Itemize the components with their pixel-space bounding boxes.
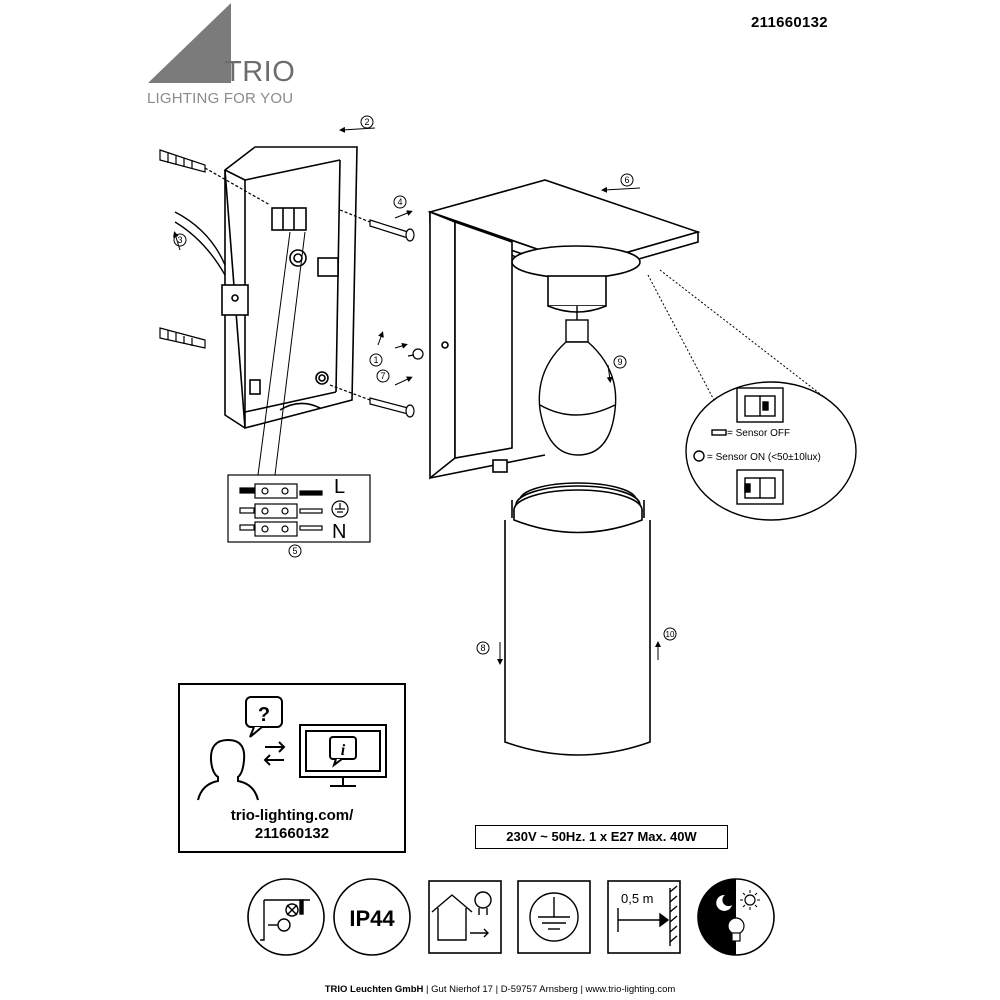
step-10-label: 10 — [666, 630, 675, 639]
step-7-label: 7 — [380, 371, 385, 381]
question-bubble-icon — [245, 696, 283, 738]
footer-separator: | — [495, 984, 499, 995]
step-6-label: 6 — [624, 175, 629, 185]
svg-text:i: i — [341, 742, 346, 759]
step-4-label: 4 — [397, 197, 402, 207]
sensor-switch-detail — [685, 381, 857, 521]
brand-tagline: LIGHTING FOR YOU — [147, 90, 294, 107]
footer: TRIO Leuchten GmbH | Gut Nierhof 17 | D-… — [0, 984, 1000, 995]
footer-company: TRIO Leuchten GmbH — [324, 984, 424, 995]
sensor-on-label: = Sensor ON (<50±10lux) — [707, 452, 821, 463]
svg-text:?: ? — [258, 704, 270, 726]
step-8-label: 8 — [480, 643, 485, 653]
screw-bottom — [329, 384, 415, 418]
sensor-off-label: = Sensor OFF — [727, 428, 790, 439]
trio-logo-triangle — [148, 3, 231, 83]
day-night-sensor-icon — [697, 878, 775, 956]
support-url-line2[interactable]: 211660132 — [254, 825, 330, 842]
ip-rating: IP44 — [349, 906, 395, 931]
ip44-badge — [333, 878, 411, 956]
ceiling-mount-no-icon — [247, 878, 325, 956]
wall-plug-bottom — [159, 327, 206, 349]
distance-icon — [607, 880, 681, 954]
person-icon — [197, 739, 259, 801]
min-distance-label: 0,5 m — [621, 891, 654, 906]
electrical-spec: 230V ~ 50Hz. 1 x E27 Max. 40W — [475, 825, 728, 849]
lamp-body — [427, 179, 701, 480]
footer-separator: | — [426, 984, 429, 995]
light-bulb — [538, 306, 617, 456]
wall-plug-top — [159, 149, 271, 206]
swap-arrows-icon — [263, 741, 286, 766]
footer-separator: | — [580, 984, 583, 995]
wiring-diagram — [227, 474, 371, 543]
step-2-label: 2 — [364, 117, 369, 127]
support-url-line1[interactable]: trio-lighting.com/ — [230, 807, 354, 824]
step-5-label: 5 — [292, 546, 297, 556]
brand-name: TRIO — [224, 56, 296, 88]
small-screw — [407, 348, 424, 360]
product-number: 211660132 — [751, 14, 828, 31]
mounting-plate — [221, 146, 358, 430]
monitor-info-icon — [299, 724, 387, 787]
step-3-label: 3 — [177, 235, 182, 245]
step-9-label: 9 — [617, 357, 622, 367]
footer-city: D-59757 Arnsberg — [500, 984, 578, 995]
neutral-label: N — [332, 521, 346, 543]
glass-shade — [504, 482, 651, 756]
info-box: ? i trio-lighting.com/ 211660132 — [178, 683, 406, 853]
screw-top — [339, 209, 415, 242]
indoor-outdoor-icon — [428, 880, 502, 954]
footer-website[interactable]: www.trio-lighting.com — [585, 984, 676, 995]
footer-street: Gut Nierhof 17 — [431, 984, 493, 995]
step-1-label: 1 — [373, 355, 378, 365]
live-label: L — [334, 476, 345, 498]
